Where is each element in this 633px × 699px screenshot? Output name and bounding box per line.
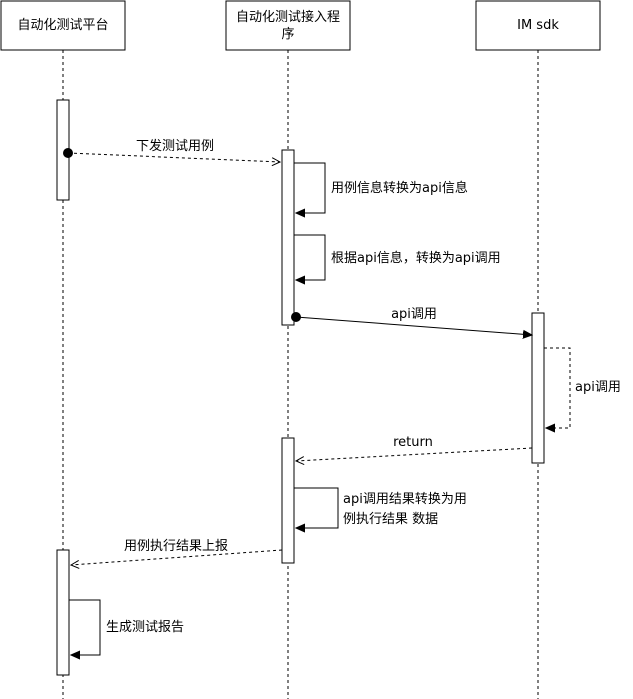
message-dispatch-test-case-label: 下发测试用例 (136, 138, 214, 154)
message-return-label: return (393, 435, 433, 450)
self-message-generate-report-label: 生成测试报告 (106, 620, 184, 635)
imsdk-activation-1 (531, 312, 545, 464)
self-message-convert-result-label-line2: 例执行结果 数据 (343, 512, 438, 527)
self-message-convert-to-api-call[interactable]: 根据api信息，转换为api调用 (294, 234, 501, 280)
message-return[interactable]: return (296, 435, 533, 461)
participant-access-program[interactable]: 自动化测试接入程 序 (225, 0, 351, 51)
platform-activation-2 (56, 549, 70, 676)
self-message-api-call-label: api调用 (575, 380, 621, 395)
participant-access-program-label-line1: 自动化测试接入程 (236, 9, 340, 25)
self-message-api-call[interactable]: api调用 (544, 347, 621, 428)
participant-imsdk-label: IM sdk (517, 18, 559, 33)
self-message-convert-to-api-call-label: 根据api信息，转换为api调用 (331, 250, 501, 266)
access-activation-1 (281, 149, 295, 326)
self-message-convert-result[interactable]: api调用结果转换为用 例执行结果 数据 (294, 487, 467, 528)
participant-access-program-label-line2: 序 (281, 27, 294, 42)
participant-imsdk[interactable]: IM sdk (475, 0, 601, 51)
self-message-generate-report[interactable]: 生成测试报告 (69, 599, 184, 655)
message-report-result[interactable]: 用例执行结果上报 (71, 539, 283, 565)
message-api-call-label: api调用 (391, 307, 437, 322)
self-message-convert-to-api-info-label: 用例信息转换为api信息 (331, 180, 468, 196)
participant-platform[interactable]: 自动化测试平台 (0, 0, 126, 51)
access-activation-2 (281, 437, 295, 564)
message-report-result-label: 用例执行结果上报 (124, 539, 228, 554)
self-message-convert-result-label-line1: api调用结果转换为用 (343, 492, 467, 507)
message-api-call[interactable]: api调用 (291, 307, 532, 335)
self-message-convert-to-api-info[interactable]: 用例信息转换为api信息 (294, 162, 468, 213)
participant-platform-label: 自动化测试平台 (17, 18, 108, 33)
message-dispatch-test-case[interactable]: 下发测试用例 (63, 138, 280, 162)
